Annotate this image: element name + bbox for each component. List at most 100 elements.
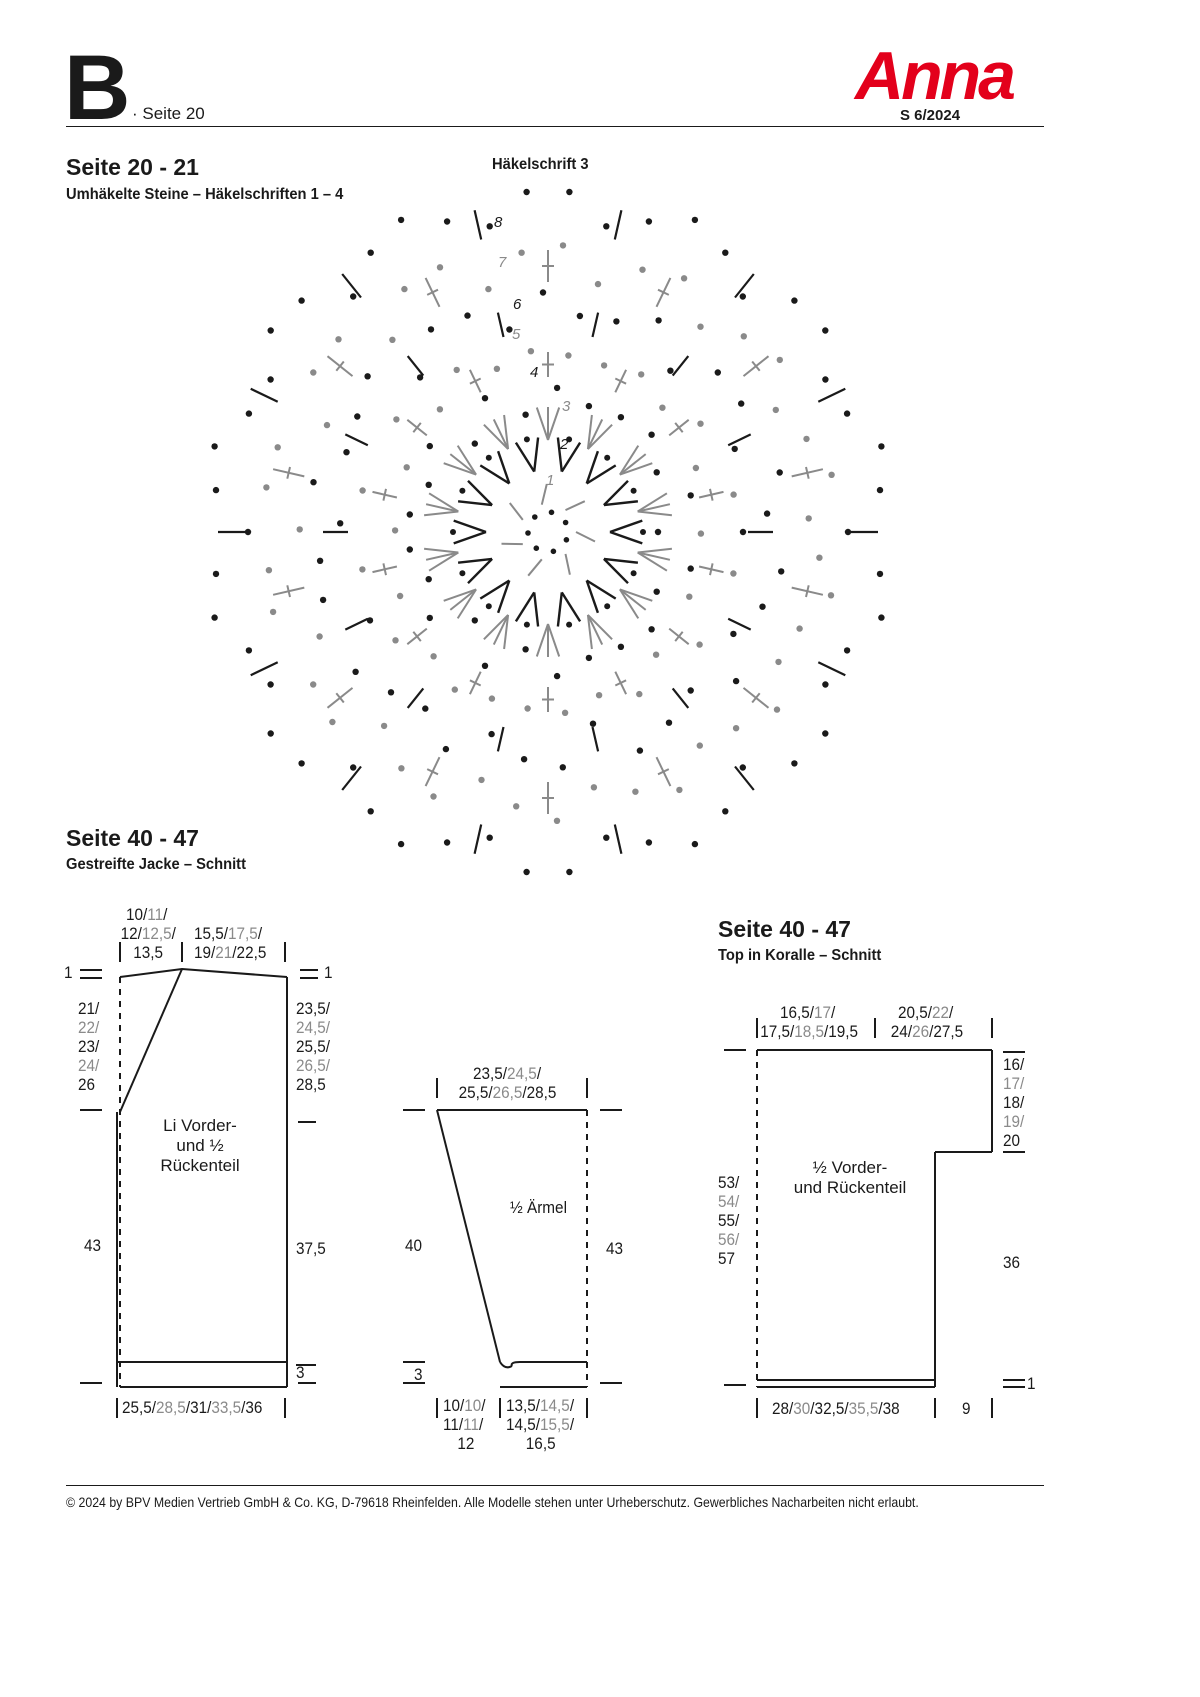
dim: 10/ — [126, 905, 148, 924]
dim: 28,5 — [296, 1075, 326, 1094]
chain-stitch-dot — [451, 686, 458, 693]
chain-stitch-dot — [453, 366, 460, 374]
chain-stitch-dot — [548, 509, 555, 516]
section-title-top: Seite 40 - 47 — [718, 916, 851, 942]
chain-stitch-dot — [604, 454, 611, 461]
header-page-ref: · Seite 20 — [132, 104, 205, 123]
chain-stitch-dot — [211, 443, 218, 450]
jacket-shoulder-left: 1 — [64, 963, 73, 982]
dim: 25,5/ — [296, 1037, 331, 1056]
fan-stitch — [586, 614, 604, 646]
chain-stitch-dot — [364, 373, 371, 380]
v-stitch — [603, 557, 639, 564]
chain-stitch-dot — [427, 326, 435, 333]
stitch-dash — [473, 210, 483, 240]
chain-stitch-dot — [738, 400, 745, 407]
treble-crossbar — [382, 488, 387, 501]
chain-stitch-dot — [359, 566, 366, 573]
dim: /22,5 — [232, 943, 267, 962]
dim: / — [569, 1415, 575, 1434]
dim: 23/ — [78, 1037, 100, 1056]
treble-crossbar — [674, 631, 684, 642]
chain-stitch-dot — [791, 297, 798, 304]
chain-stitch-dot — [686, 593, 693, 600]
dim: 12 — [457, 1434, 475, 1453]
stitch-dash — [473, 824, 483, 854]
chain-stitch-dot — [722, 808, 729, 815]
chain-stitch-dot — [676, 786, 683, 794]
dim: 33,5 — [211, 1398, 242, 1417]
chain-stitch-dot — [603, 223, 610, 230]
chain-stitch-dot — [600, 362, 608, 369]
chain-stitch-dot — [527, 348, 535, 355]
dim: 17,5/ — [760, 1022, 795, 1041]
section-title-crochet: Seite 20 - 21 — [66, 154, 199, 180]
chain-stitch-dot — [632, 788, 639, 795]
dim: /36 — [241, 1398, 263, 1417]
v-stitch — [609, 530, 643, 545]
chain-stitch-dot — [425, 481, 432, 488]
chain-stitch-dot — [732, 677, 740, 685]
chain-stitch-dot — [653, 588, 660, 595]
chain-stitch-dot — [393, 416, 400, 423]
dim: 17 — [814, 1003, 832, 1022]
chain-stitch-dot — [310, 681, 317, 688]
chain-stitch-dot — [638, 371, 645, 378]
chain-stitch-dot — [697, 323, 704, 330]
fan-stitch — [425, 551, 459, 561]
chain-stitch-dot — [523, 436, 530, 443]
top-piece-label: ½ Vorder- und Rückenteil — [790, 1158, 910, 1198]
dim: 24/ — [78, 1056, 100, 1075]
fan-stitch — [637, 503, 671, 513]
dim: 26 — [78, 1075, 96, 1094]
dim: 24,5/ — [296, 1018, 331, 1037]
treble-crossbar — [286, 585, 291, 598]
chain-stitch-dot — [366, 617, 374, 624]
chain-stitch-dot — [562, 519, 569, 526]
chain-stitch-dot — [310, 479, 317, 486]
fan-stitch — [586, 614, 593, 650]
fan-stitch — [637, 547, 673, 554]
fan-stitch — [483, 423, 509, 450]
chain-stitch-dot — [654, 528, 662, 536]
jacket-top-right-dim: 15,5/17,5/ 19/21/22,5 — [194, 924, 266, 962]
dim: 24,5 — [507, 1064, 537, 1083]
v-stitch — [586, 464, 617, 485]
chain-stitch-dot — [359, 487, 366, 494]
fan-stitch — [637, 492, 668, 513]
jacket-piece-label-line1: Li Vorder- — [163, 1116, 237, 1135]
dim: 20 — [1003, 1131, 1021, 1150]
dim: 28/ — [772, 1399, 794, 1418]
chain-stitch-dot — [553, 672, 561, 680]
chain-stitch-dot — [401, 285, 408, 293]
stitch-dash — [341, 273, 362, 299]
chain-stitch-dot — [697, 530, 705, 537]
section-subtitle-crochet: Umhäkelte Steine – Häkelschriften 1 – 4 — [66, 186, 344, 203]
dim: 13,5/ — [506, 1396, 541, 1415]
treble-crossbar — [709, 488, 714, 501]
dim: 26 — [912, 1022, 930, 1041]
stitch-dash — [613, 824, 623, 854]
fan-stitch — [547, 623, 561, 657]
dim: 16/ — [1003, 1055, 1025, 1074]
chain-stitch-dot — [827, 592, 835, 599]
v-stitch — [479, 579, 510, 600]
v-stitch — [603, 500, 639, 507]
top-right-upper-dim: 16/ 17/ 18/ 19/ 20 — [1003, 1055, 1024, 1150]
chain-stitch-dot — [828, 471, 835, 478]
chain-stitch-dot — [730, 570, 737, 577]
chain-stitch-dot — [450, 529, 456, 535]
chain-stitch-dot — [335, 336, 342, 343]
single-stitch — [564, 553, 571, 575]
fan-stitch — [449, 588, 477, 611]
sleeve-top-dim: 23,5/24,5/ 25,5/26,5/28,5 — [459, 1064, 557, 1102]
chain-stitch-dot — [532, 514, 538, 520]
jacket-left-length: 43 — [84, 1236, 102, 1255]
top-left-side-dim: 53/ 54/ 55/ 56/ 57 — [718, 1173, 739, 1268]
chain-stitch-dot — [553, 817, 561, 824]
dim: 23,5/ — [296, 999, 331, 1018]
stitch-dash — [250, 387, 279, 403]
chain-stitch-dot — [692, 464, 700, 472]
stitch-dash — [496, 726, 505, 752]
fan-stitch — [423, 547, 459, 554]
